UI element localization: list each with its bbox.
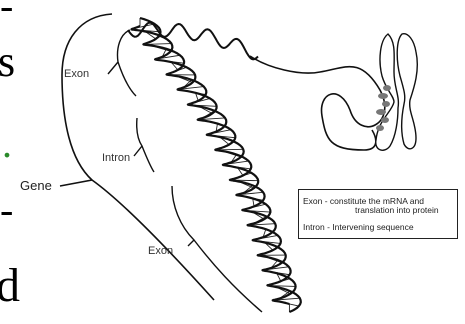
helix-strand-b bbox=[132, 26, 296, 304]
intron-label: Intron bbox=[102, 152, 130, 164]
chromatin-thread bbox=[250, 56, 385, 150]
exon-top-label: Exon bbox=[64, 68, 89, 80]
edge-glyph-dash: - bbox=[0, 190, 13, 230]
chromosome bbox=[376, 34, 418, 151]
legend-box: Exon - constitute the mRNA and translati… bbox=[298, 189, 458, 239]
legend-intron-line: Intron - Intervening sequence bbox=[303, 222, 414, 232]
legend-exon-line2: translation into protein bbox=[355, 205, 439, 215]
exon-bottom-label: Exon bbox=[148, 245, 173, 257]
edge-glyph-top: - bbox=[0, 0, 13, 26]
intron-brace bbox=[134, 118, 154, 172]
helix-coil-top bbox=[128, 23, 258, 60]
gene-label: Gene bbox=[20, 178, 52, 193]
exon-bottom-brace bbox=[172, 186, 262, 312]
edge-glyph-dot: . bbox=[2, 124, 12, 164]
gene-brace bbox=[60, 14, 214, 300]
dna-helix bbox=[128, 18, 301, 312]
edge-glyph-d: d bbox=[0, 262, 20, 310]
exon-top-brace bbox=[108, 30, 136, 96]
edge-glyph-s: s bbox=[0, 40, 15, 84]
